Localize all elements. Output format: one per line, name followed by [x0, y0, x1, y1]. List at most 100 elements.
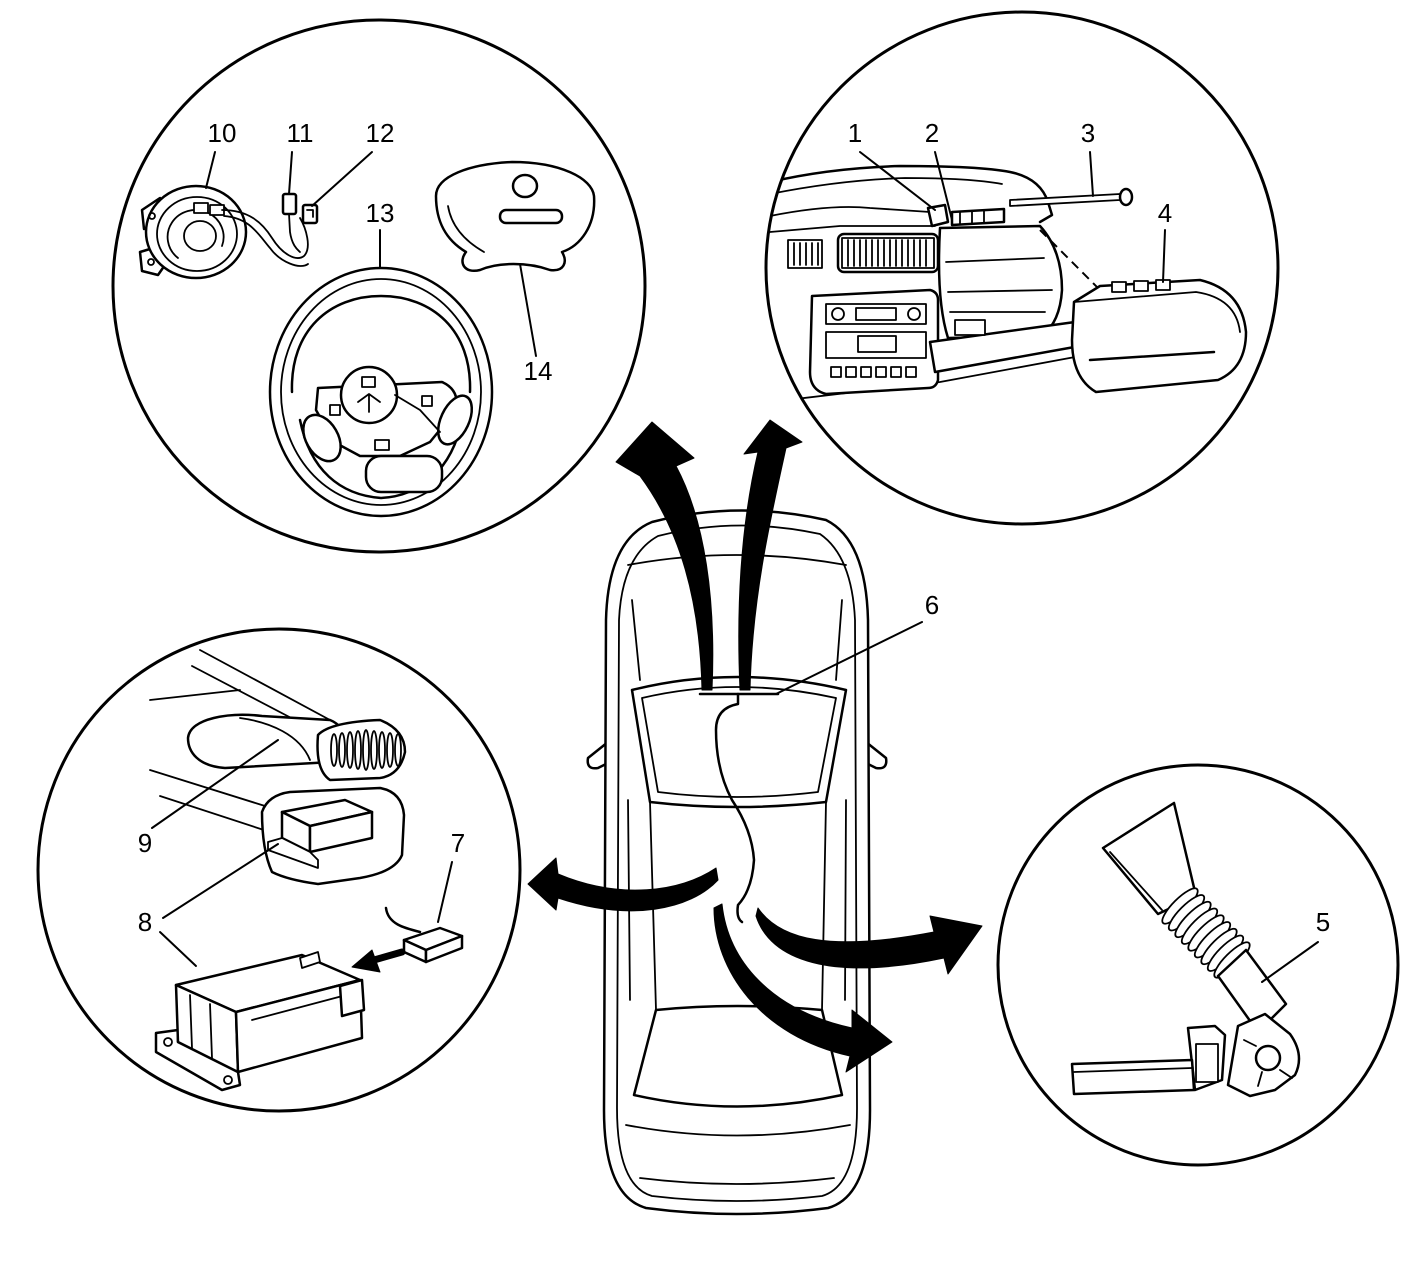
vent-louver: [386, 732, 394, 768]
lower-dash-line: [769, 356, 1076, 403]
callout-7: 7: [451, 828, 465, 858]
cavity-line: [945, 257, 1045, 263]
console-trim-line: [149, 769, 266, 807]
callout-4: 4: [1158, 198, 1172, 228]
sensing-module-enlarged: [154, 951, 366, 1092]
seat-belt-pretensioner: [1070, 801, 1301, 1098]
vehicle-body-outline: [602, 509, 872, 1216]
leader-9: [151, 739, 279, 829]
vent-louver: [362, 729, 370, 771]
hub-detail: [357, 393, 381, 413]
connection-arrow: [351, 948, 406, 973]
glove-box-cavity: [937, 224, 1064, 340]
instrument-panel: [768, 164, 1076, 403]
driver-inflator-module: [434, 160, 596, 273]
vent-louver: [378, 731, 386, 769]
leader-2: [934, 151, 953, 221]
arrow-to-console-detail: [527, 857, 719, 912]
passenger-inflator-module: [1070, 278, 1248, 394]
dash-top-line: [769, 177, 1003, 195]
arrow-to-rear-area: [713, 903, 893, 1073]
windshield: [630, 675, 848, 809]
connector-latch: [306, 209, 314, 218]
cavity-line: [947, 289, 1053, 293]
vehicle-body-inner-outline: [616, 524, 858, 1202]
leader-lines: [151, 151, 1319, 983]
callout-8: 8: [138, 907, 152, 937]
callout-11: 11: [287, 118, 314, 148]
leader-6: [775, 621, 923, 695]
clock-spring-inner-ring: [166, 209, 225, 259]
buckle-cover-edge: [1109, 851, 1163, 911]
callout-12: 12: [366, 118, 395, 148]
leader-10: [205, 151, 216, 189]
radio-button: [845, 366, 857, 378]
radio-button: [905, 366, 917, 378]
clock-spring-wiring: [221, 192, 319, 267]
connector-12: [301, 203, 319, 225]
radio: [808, 288, 940, 396]
leader-4: [1162, 229, 1166, 283]
dashboard-detail-content: [768, 164, 1248, 403]
leader-3: [1089, 151, 1094, 197]
anchor-block: [1195, 1043, 1219, 1083]
left-switch-pod: [302, 413, 342, 463]
radio-button-row: [830, 366, 917, 378]
anchor-wing: [1243, 1039, 1293, 1087]
driver-module-contour: [447, 205, 485, 253]
module-side-face: [234, 978, 364, 1074]
radio-display: [855, 307, 897, 321]
radio-cassette-slot: [857, 335, 897, 353]
radio-button: [875, 366, 887, 378]
vent-louver: [346, 731, 354, 769]
mount-bolt-left: [329, 404, 341, 416]
dash-face-line: [769, 225, 936, 233]
lower-spoke-pad: [364, 454, 444, 494]
hood-line: [631, 599, 843, 681]
clock-spring: [138, 184, 248, 280]
console-trim-line: [199, 649, 331, 721]
windshield-inner: [641, 686, 837, 798]
radio-button: [830, 366, 842, 378]
seat-belt-detail-content: [1070, 801, 1301, 1098]
pretensioner-bellows: [1161, 887, 1251, 979]
bolt-head: [1118, 187, 1134, 207]
vent-louver: [370, 730, 378, 770]
mount-hole: [163, 1037, 173, 1047]
module-tab: [299, 951, 321, 969]
wire: [221, 209, 309, 259]
leader-1: [859, 151, 936, 211]
steering-wheel-rim-edge: [280, 278, 482, 506]
wire: [288, 213, 301, 253]
vent-louver: [394, 733, 402, 767]
leader-11: [288, 151, 293, 195]
callout-labels: 1 2 3 4 5 6 7 8 9 10 11 12 13 14: [138, 118, 1330, 937]
armrest-contour: [239, 717, 311, 761]
rear-window: [632, 1004, 844, 1108]
connection-arrow-head: [351, 949, 381, 973]
callout-1: 1: [848, 118, 862, 148]
console-vent-louvers: [330, 729, 402, 771]
mount-bolt-lower: [374, 439, 390, 451]
trunk-line: [625, 1124, 851, 1137]
passenger-module-edge: [1073, 291, 1241, 333]
connector-wire: [384, 906, 422, 934]
pretensioner-tube: [1216, 948, 1288, 1034]
arrow-to-dashboard-detail: [738, 419, 803, 691]
seat-rail-edge: [1073, 1067, 1193, 1073]
callout-5: 5: [1316, 907, 1330, 937]
vent-louver: [354, 730, 362, 770]
vehicle-top-view: [586, 509, 888, 1216]
clock-spring-terminal: [193, 202, 209, 214]
leader-14: [519, 263, 537, 357]
anchor-nut: [1254, 1044, 1282, 1072]
arrow-to-seat-belt-detail: [755, 907, 983, 975]
module-stud: [1111, 281, 1127, 293]
rear-bumper-line: [639, 1177, 835, 1185]
vent-louver: [338, 732, 346, 768]
steering-wheel: [268, 266, 494, 518]
mount-hole: [223, 1075, 233, 1085]
module-connector-7: [384, 906, 464, 964]
dash-face-line: [769, 206, 931, 217]
mount-hole: [148, 212, 156, 220]
